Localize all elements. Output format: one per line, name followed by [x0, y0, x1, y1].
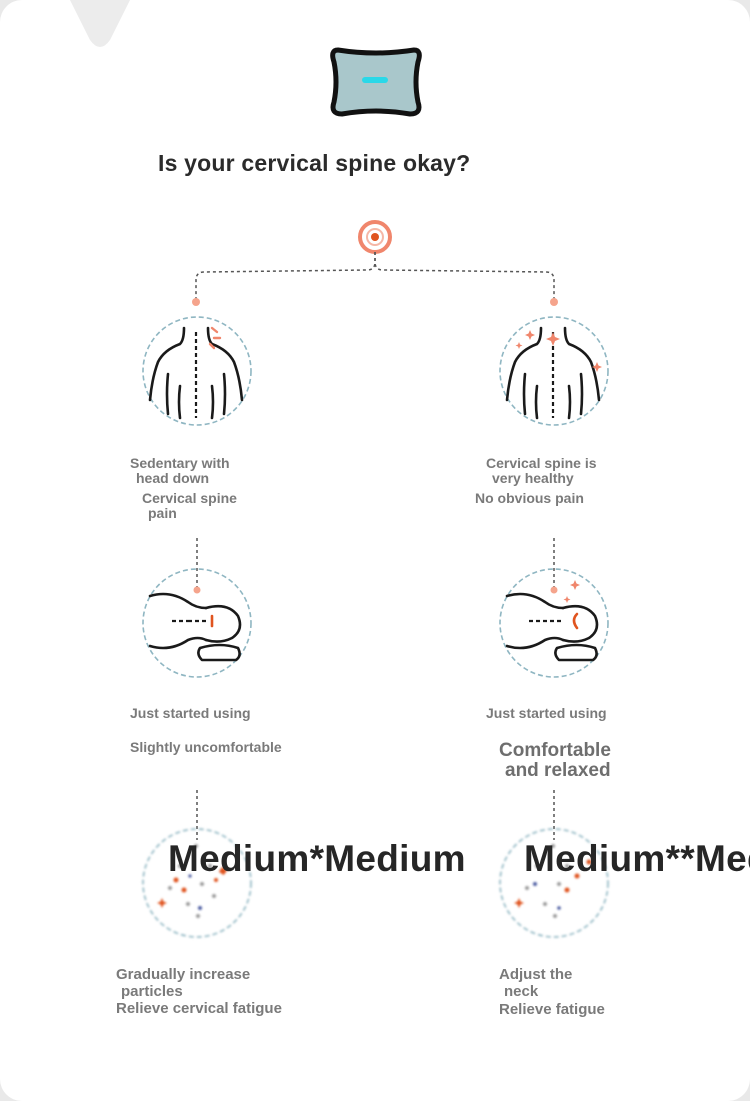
right-result2-label: Relieve fatigue — [499, 1001, 605, 1018]
left-feeling-label: Slightly uncomfortable — [130, 739, 282, 755]
left-result2-label: Relieve cervical fatigue — [116, 1000, 282, 1017]
right-overlay-text: Medium**Medium — [524, 838, 750, 879]
right-condition-label: Cervical spine is very healthy — [486, 455, 597, 486]
right-start-label: Just started using — [486, 705, 607, 721]
right-result-label: Adjust the neck — [499, 966, 573, 1000]
lying-head-pillow-icon — [142, 568, 252, 678]
left-overlay-text: Medium*Medium — [168, 838, 466, 879]
left-result-label: Gradually increase particles — [116, 966, 251, 1000]
tab-notch-decoration — [70, 0, 130, 47]
back-spine-icon — [142, 316, 252, 426]
right-feeling-label: Comfortable and relaxed — [499, 740, 611, 781]
left-symptom-label: Cervical spine pain — [142, 490, 237, 521]
target-icon — [358, 220, 392, 254]
pillow-particles-icon — [142, 828, 252, 938]
pillow-particles-right-icon — [499, 828, 609, 938]
lying-head-relaxed-icon — [499, 568, 609, 678]
left-condition-label: Sedentary with head down — [130, 455, 230, 486]
page-title: Is your cervical spine okay? — [158, 150, 471, 176]
right-symptom-label: No obvious pain — [475, 490, 584, 506]
pillow-icon — [330, 47, 422, 117]
sparkle-back-icon — [499, 316, 609, 426]
left-start-label: Just started using — [130, 705, 251, 721]
